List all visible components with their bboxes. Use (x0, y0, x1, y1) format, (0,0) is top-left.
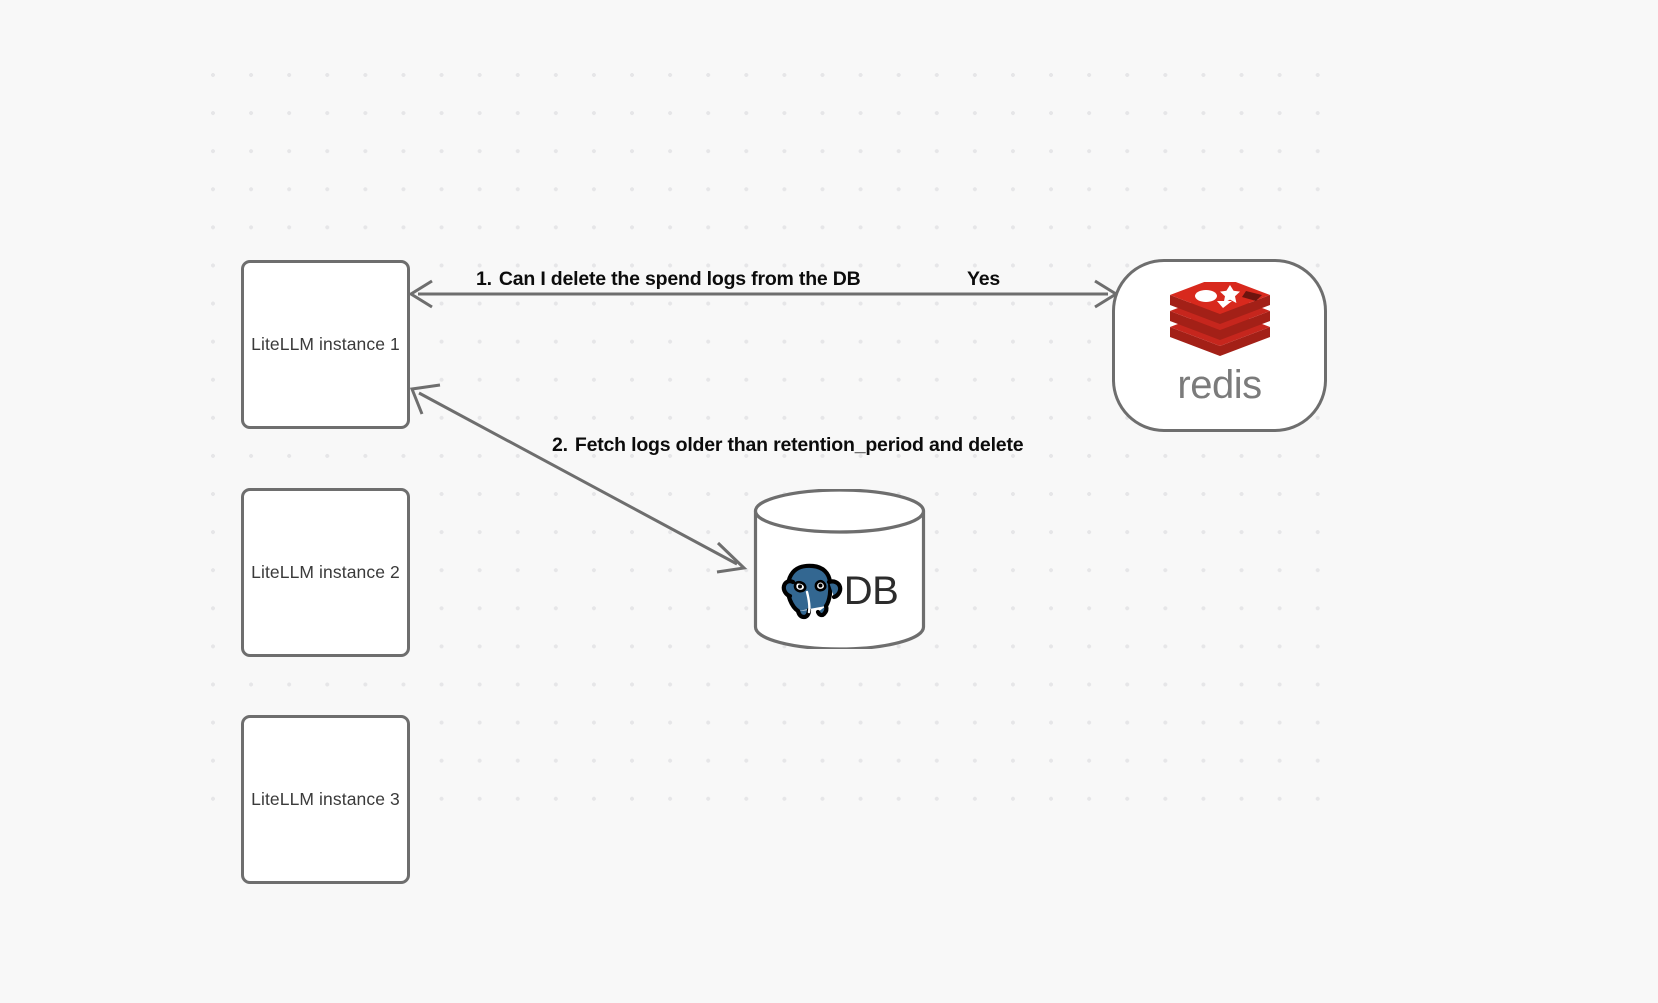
edge-litellm1-database (409, 383, 748, 574)
edge-2-step: 2. (552, 434, 568, 456)
edge-label-1: 1. Can I delete the spend logs from the D… (476, 268, 861, 291)
node-redis[interactable]: redis (1112, 259, 1327, 432)
edge-label-2: 2. Fetch logs older than retention_period… (552, 434, 1024, 457)
arrowhead-lower-right (716, 541, 748, 574)
node-database[interactable]: DB (753, 489, 926, 649)
edge-label-1-reply: Yes (967, 268, 1001, 290)
arrowhead-upper-left (409, 383, 441, 415)
node-litellm-instance-1[interactable]: LiteLLM instance 1 (241, 260, 410, 429)
node-litellm-instance-1-label: LiteLLM instance 1 (251, 334, 400, 354)
postgresql-elephant-icon (781, 563, 842, 620)
edge-1-text: Can I delete the spend logs from the DB (498, 268, 861, 290)
node-database-label: DB (843, 569, 899, 613)
arrowhead-left (408, 279, 433, 309)
edge-1-step: 1. (476, 268, 492, 290)
node-litellm-instance-3[interactable]: LiteLLM instance 3 (241, 715, 410, 884)
node-litellm-instance-3-label: LiteLLM instance 3 (251, 789, 400, 809)
node-redis-label: redis (1177, 362, 1262, 407)
node-litellm-instance-2[interactable]: LiteLLM instance 2 (241, 488, 410, 657)
redis-logo-icon (1169, 281, 1270, 356)
edge-2-text: Fetch logs older than retention_period a… (574, 434, 1024, 456)
node-litellm-instance-2-label: LiteLLM instance 2 (251, 562, 400, 582)
